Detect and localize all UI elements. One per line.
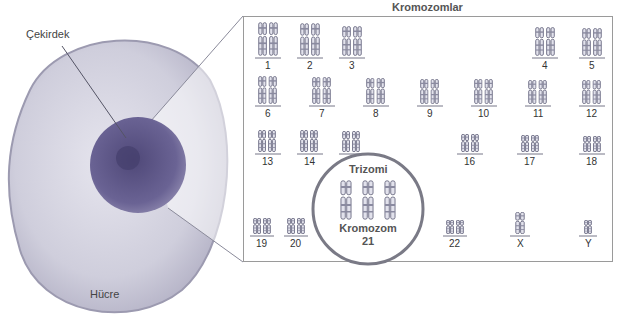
chromosome-21: [363, 181, 373, 219]
chromosome-number: 20: [290, 238, 301, 250]
panel-heading: Kromozomlar: [392, 1, 463, 14]
chromosome-number: X: [517, 238, 524, 250]
chromosome-row: [259, 23, 602, 56]
chromosome-number: 12: [586, 108, 597, 120]
chromosome-number: 19: [256, 238, 267, 250]
chromosome-number: 17: [524, 156, 535, 168]
chromosome-number: 16: [464, 156, 475, 168]
chromosome-number: 18: [586, 156, 597, 168]
part-label: Çekirdek: [26, 28, 69, 41]
chromosome-number: 5: [589, 60, 595, 72]
chromosome-number: 7: [319, 108, 325, 120]
zoom-line: [150, 16, 243, 122]
nucleolus: [116, 146, 140, 170]
part-label: Hücre: [90, 288, 119, 301]
zoom-line: [168, 208, 243, 262]
chromosome-number: 8: [373, 108, 379, 120]
karyotype-panel: KromozomlarTrizomiKromozom 21: [243, 16, 613, 262]
trisomy-circle: TrizomiKromozom 21: [310, 151, 426, 267]
chromosome-number: 2: [307, 60, 313, 72]
chromosome-number: 22: [449, 238, 460, 250]
chromosome-number: 4: [542, 60, 548, 72]
leader-line: [62, 46, 126, 138]
chromosome-underline: [250, 236, 597, 237]
nucleus: [90, 117, 186, 213]
chromosome-number: 9: [427, 108, 433, 120]
chromosome-underline: [255, 154, 605, 155]
chromosome-number: 10: [478, 108, 489, 120]
circle-caption: Kromozom 21: [335, 222, 401, 247]
chromosome-number: 3: [349, 60, 355, 72]
chromosome-underline: [255, 58, 605, 59]
chromosome-21: [385, 181, 395, 219]
circle-shape: [313, 154, 423, 264]
chromosome-number: 14: [304, 156, 315, 168]
chromosome-number: 6: [265, 108, 271, 120]
chromosome-row: [259, 77, 601, 104]
chromosome-number: 13: [262, 156, 273, 168]
chromosome-row: [259, 130, 601, 151]
chromosome-underline: [255, 106, 605, 107]
chromosome-21: [341, 181, 351, 219]
chromosome-number: Y: [585, 238, 592, 250]
chromosome-number: 11: [533, 108, 543, 120]
circle-title: Trizomi: [349, 163, 388, 176]
chromosome-number: 1: [265, 60, 271, 72]
